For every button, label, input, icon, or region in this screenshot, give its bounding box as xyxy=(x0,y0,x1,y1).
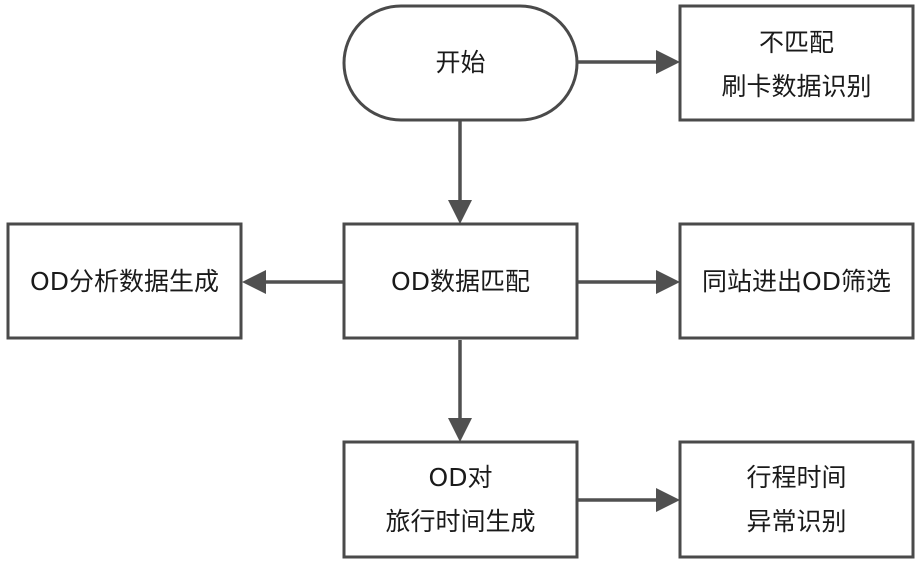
node-od-travel-time: OD对 旅行时间生成 xyxy=(342,440,579,559)
unmatched-label-line2: 刷卡数据识别 xyxy=(721,72,871,101)
edges xyxy=(242,50,680,512)
od-analysis-label: OD分析数据生成 xyxy=(30,267,219,296)
od-analysis-box xyxy=(6,222,243,340)
same-station-label: 同站进出OD筛选 xyxy=(702,267,891,296)
edge-od-travel-time-to-time-anomaly xyxy=(576,488,680,512)
same-station-box xyxy=(678,222,915,340)
node-same-station: 同站进出OD筛选 xyxy=(678,222,915,340)
time-anomaly-label-line1: 行程时间 xyxy=(746,463,846,492)
unmatched-box xyxy=(678,4,915,122)
node-od-match: OD数据匹配 xyxy=(342,222,579,340)
unmatched-label-line1: 不匹配 xyxy=(759,28,834,57)
node-od-analysis: OD分析数据生成 xyxy=(6,222,243,340)
edge-od-match-to-od-analysis xyxy=(242,270,344,294)
od-travel-time-label-line1: OD对 xyxy=(429,463,493,492)
time-anomaly-box xyxy=(678,440,915,559)
node-time-anomaly: 行程时间 异常识别 xyxy=(678,440,915,559)
start-label: 开始 xyxy=(435,48,485,77)
edge-start-to-od-match xyxy=(448,120,472,224)
od-match-label: OD数据匹配 xyxy=(391,267,530,296)
edge-od-match-to-od-travel-time xyxy=(448,340,472,442)
edge-start-to-unmatched xyxy=(578,50,680,74)
od-travel-time-box xyxy=(342,440,579,559)
node-unmatched: 不匹配 刷卡数据识别 xyxy=(678,4,915,122)
od-match-box xyxy=(342,222,579,340)
node-start: 开始 xyxy=(342,4,579,122)
start-terminator-shape xyxy=(342,4,579,122)
edge-od-match-to-same-station xyxy=(576,270,680,294)
time-anomaly-label-line2: 异常识别 xyxy=(746,507,846,536)
od-travel-time-label-line2: 旅行时间生成 xyxy=(385,507,535,536)
